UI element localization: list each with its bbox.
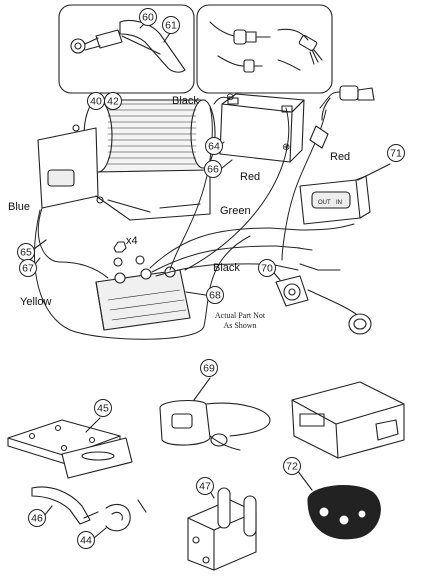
callout-number: 72 [286, 461, 298, 473]
callout-number: 69 [203, 363, 215, 375]
callout-labels: 60 61 40 42 64 66 71 65 67 68 70 69 45 46 44 47 72 [17, 8, 405, 549]
callout-number: 47 [199, 481, 211, 493]
wire-label-blue: Blue [8, 201, 30, 213]
callout-number: 46 [31, 513, 43, 525]
callout-68: 68 [206, 286, 224, 304]
callout-65: 65 [17, 243, 35, 261]
callout-number: 45 [97, 403, 109, 415]
callout-47: 47 [196, 477, 214, 495]
key-switch [309, 85, 375, 149]
hook-strap [31, 486, 147, 532]
note-line-1: Actual Part Not [215, 311, 266, 320]
callout-circle [258, 259, 276, 277]
callout-circle [387, 144, 405, 162]
callout-circle [94, 399, 112, 417]
note-line-2: As Shown [223, 321, 256, 330]
callout-circle [162, 16, 180, 34]
callout-70: 70 [258, 259, 276, 277]
callout-number: 42 [107, 96, 119, 108]
wireless-receiver [291, 381, 405, 459]
wire-label-red-top: Red [240, 171, 260, 183]
callout-number: 66 [207, 164, 219, 176]
callout-circle [283, 457, 301, 475]
wire-label-red-right: Red [330, 151, 350, 163]
callout-circle [205, 137, 223, 155]
inset-box-left [58, 4, 195, 94]
callout-66: 66 [204, 160, 222, 178]
roller-fairlead [187, 487, 257, 571]
callout-circle [139, 8, 157, 26]
callout-number: 44 [80, 535, 92, 547]
ring-terminal-detail [70, 19, 186, 73]
callout-40: 40 [87, 92, 105, 110]
handheld-remote [159, 399, 271, 451]
callout-number: 71 [390, 148, 402, 160]
wire-label-black-top: Black [172, 95, 199, 107]
callout-64: 64 [205, 137, 223, 155]
callout-71: 71 [387, 144, 405, 162]
battery [219, 93, 305, 163]
remote-socket [275, 275, 372, 335]
rocker-switch [299, 175, 371, 225]
battery-positive-symbol: ⊕ [282, 142, 290, 153]
callout-number: 68 [209, 290, 221, 302]
key-fob-remote [307, 485, 381, 540]
callout-circle [19, 259, 37, 277]
wire-label-black-mid: Black [213, 262, 240, 274]
callout-number: 70 [261, 263, 273, 275]
callout-number: 40 [90, 96, 102, 108]
wire-label-yellow: Yellow [20, 296, 51, 308]
callout-circle [200, 359, 218, 377]
battery-negative-symbol: ⊖ [226, 92, 234, 103]
mounting-plate [7, 419, 133, 479]
callout-circle [77, 531, 95, 549]
connector-detail [209, 21, 323, 73]
callout-number: 65 [20, 247, 32, 259]
winch [37, 99, 216, 221]
switch-in-label: IN [336, 200, 342, 206]
callout-60: 60 [139, 8, 157, 26]
callout-69: 69 [200, 359, 218, 377]
callout-circle [204, 160, 222, 178]
callout-67: 67 [19, 259, 37, 277]
callout-44: 44 [77, 531, 95, 549]
callout-circle [196, 477, 214, 495]
switch-out-label: OUT [318, 200, 331, 206]
callout-circle [104, 92, 122, 110]
callout-number: 64 [208, 141, 220, 153]
callout-45: 45 [94, 399, 112, 417]
quantity-label: x4 [126, 235, 138, 247]
callout-number: 61 [165, 20, 177, 32]
callout-61: 61 [162, 16, 180, 34]
callout-number: 67 [22, 263, 34, 275]
callout-42: 42 [104, 92, 122, 110]
callout-circle [206, 286, 224, 304]
inset-box-right [196, 4, 333, 94]
callout-number: 60 [142, 12, 154, 24]
contactor-box [95, 241, 191, 331]
wire-label-green: Green [220, 205, 251, 217]
callout-46: 46 [28, 509, 46, 527]
callout-72: 72 [283, 457, 301, 475]
callout-circle [28, 509, 46, 527]
